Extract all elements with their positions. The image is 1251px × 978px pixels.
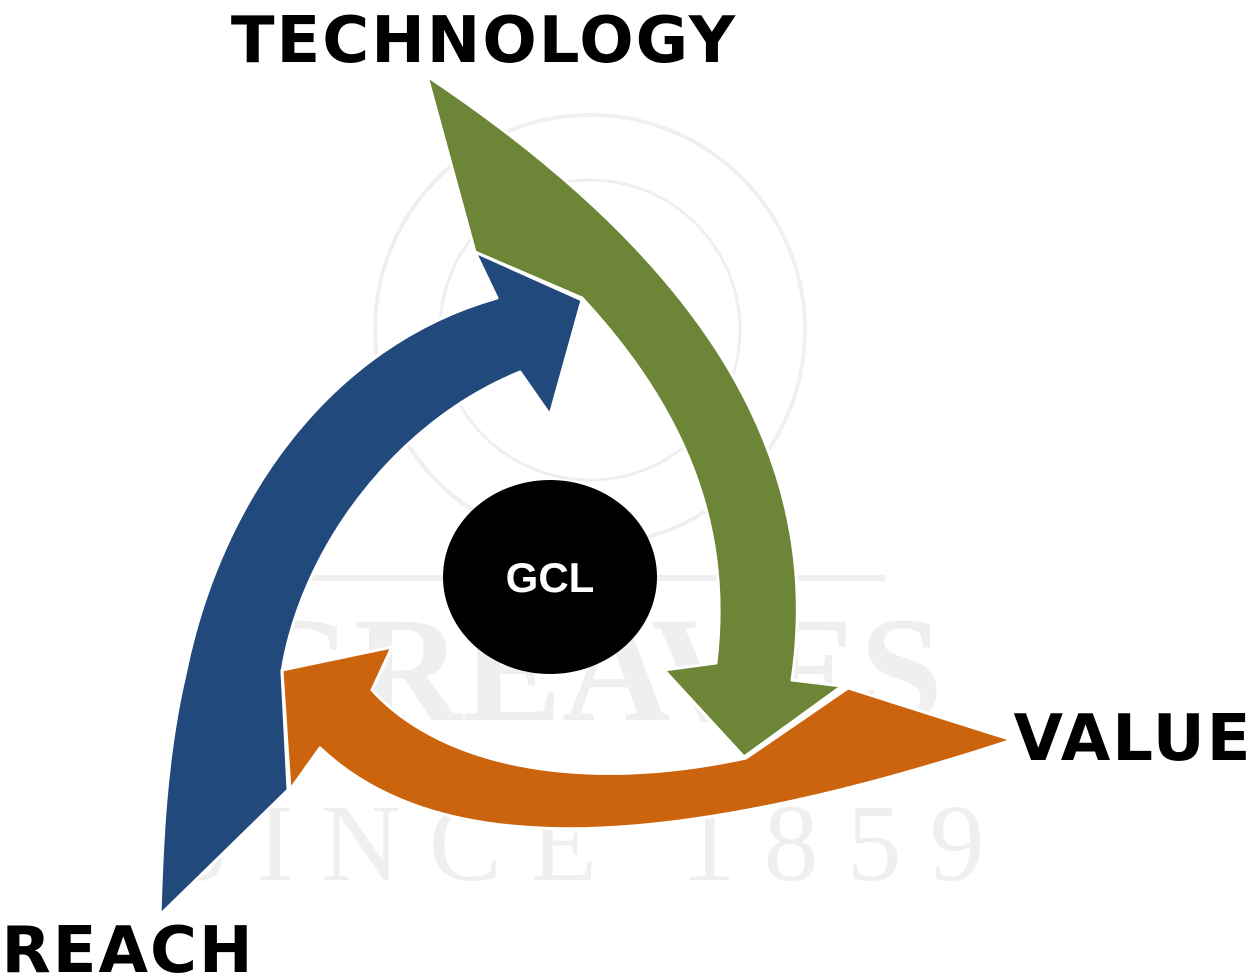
- label-technology: TECHNOLOGY: [231, 4, 737, 78]
- label-value: VALUE: [1014, 702, 1251, 776]
- center-label: GCL: [506, 554, 595, 601]
- arrow-value-to-reach: [280, 645, 1014, 831]
- arrow-reach-to-technology: [158, 250, 584, 917]
- arrow-technology-to-value: [425, 74, 844, 759]
- center-circle: [443, 480, 657, 674]
- label-reach: REACH: [1, 914, 254, 978]
